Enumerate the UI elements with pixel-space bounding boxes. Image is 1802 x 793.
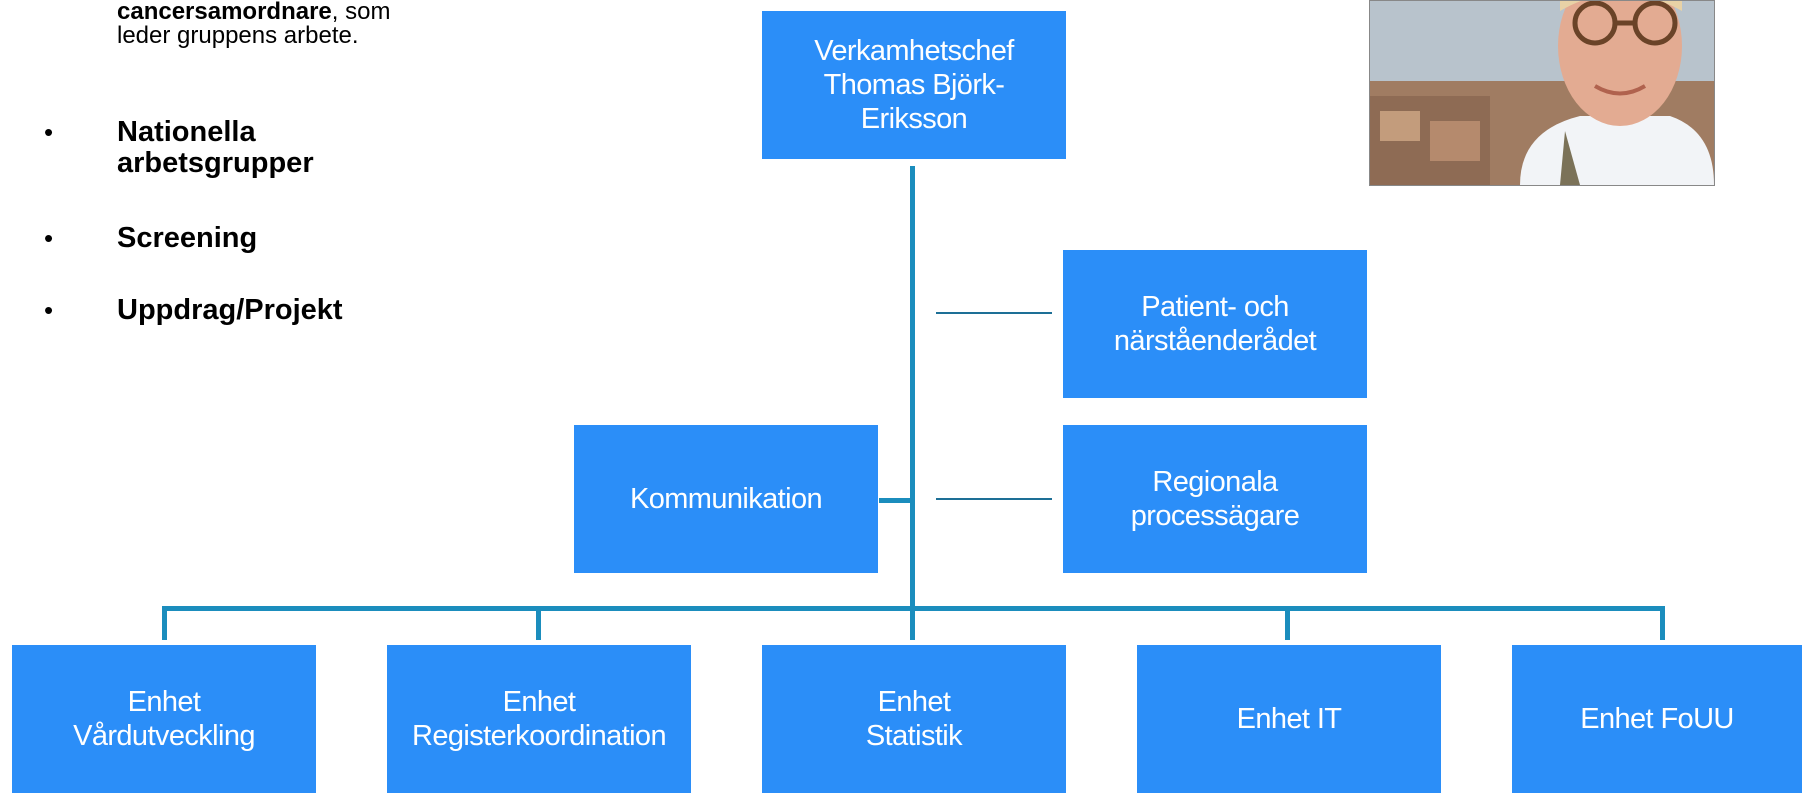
intro-bold: cancersamordnare <box>117 0 332 25</box>
patient-line2: närståenderådet <box>1113 325 1317 357</box>
unit-drop-line-2 <box>536 606 541 640</box>
unit-line2: Statistik <box>865 720 963 752</box>
head-box: Verkamhetschef Thomas Björk- Eriksson <box>762 11 1066 159</box>
unit-line1: Enhet IT <box>1236 703 1342 735</box>
kommunikation-label: Kommunikation <box>629 483 823 515</box>
bullet-text: Nationella arbetsgrupper <box>117 116 314 179</box>
unit-box-fouu: Enhet FoUU <box>1512 645 1802 793</box>
unit-drop-line-1 <box>162 606 167 640</box>
portrait-photo <box>1369 0 1715 186</box>
vertical-trunk-line <box>910 166 915 640</box>
kommunikation-connector-line <box>879 498 913 503</box>
unit-box-registerkoordination: Enhet Registerkoordination <box>387 645 691 793</box>
regional-line2: processägare <box>1130 500 1300 532</box>
unit-line2: Registerkoordination <box>412 720 667 752</box>
patient-side-line <box>936 312 1052 314</box>
horizontal-branch-line <box>162 606 1665 611</box>
regional-process-owners-box: Regionala processägare <box>1063 425 1367 573</box>
bullet-text: Uppdrag/Projekt <box>117 294 343 326</box>
intro-text: cancersamordnare, som leder gruppens arb… <box>117 0 477 48</box>
regional-line1: Regionala <box>1152 466 1278 498</box>
bullet-text: Screening <box>117 222 258 254</box>
bullet-dot: • <box>44 117 54 147</box>
regional-side-line <box>936 498 1052 500</box>
unit-box-it: Enhet IT <box>1137 645 1441 793</box>
head-line3: Eriksson <box>860 103 968 135</box>
unit-drop-line-4 <box>1285 606 1290 640</box>
head-line1: Verkamhetschef <box>814 35 1014 67</box>
intro-rest: , som <box>331 0 391 25</box>
patient-line1: Patient- och <box>1141 291 1289 323</box>
unit-box-vardutveckling: Enhet Vårdutveckling <box>12 645 316 793</box>
unit-drop-line-5 <box>1660 606 1665 640</box>
bullet-dot: • <box>44 223 54 253</box>
portrait-illustration <box>1370 1 1714 185</box>
unit-line1: Enhet <box>877 686 951 718</box>
bullet-list: • Nationella arbetsgrupper • Screening •… <box>0 0 480 340</box>
unit-line1: Enhet <box>127 686 201 718</box>
intro-line2: leder gruppens arbete. <box>117 22 359 49</box>
unit-line2: Vårdutveckling <box>73 720 255 752</box>
head-line2: Thomas Björk- <box>823 69 1005 101</box>
kommunikation-box: Kommunikation <box>574 425 878 573</box>
unit-line1: Enhet FoUU <box>1580 703 1734 735</box>
patient-council-box: Patient- och närståenderådet <box>1063 250 1367 398</box>
unit-box-statistik: Enhet Statistik <box>762 645 1066 793</box>
unit-line1: Enhet <box>502 686 576 718</box>
bullet-dot: • <box>44 295 54 325</box>
